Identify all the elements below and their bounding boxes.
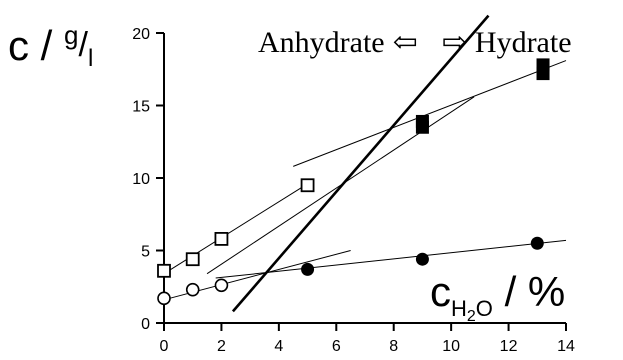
phase-boundary-line (231, 14, 490, 313)
x-axis-title-sub-o: O (476, 296, 493, 321)
fit-line (215, 239, 567, 279)
region-label: Anhydrate⇦⇨Hydrate (258, 26, 572, 59)
y-axis-title: c / g/l (8, 20, 93, 72)
data-point-filled-circle (530, 236, 544, 250)
hydrate-label: Hydrate (475, 26, 572, 59)
x-tick-label: 2 (217, 338, 226, 355)
data-point-open-square (214, 231, 229, 246)
x-axis-title-main: c (430, 268, 451, 315)
data-point-filled-circle (301, 262, 315, 276)
x-tick-label: 10 (442, 338, 460, 355)
data-points (157, 58, 550, 306)
x-tick-label: 8 (389, 338, 398, 355)
y-tick-label: 15 (132, 99, 150, 116)
y-tick-label: 0 (141, 316, 150, 333)
y-tick-label: 5 (141, 244, 150, 261)
x-axis-title: cH2O / % (430, 268, 565, 325)
data-point-filled-square (536, 58, 550, 72)
data-point-open-square (185, 252, 200, 267)
y-tick-label: 10 (132, 171, 150, 188)
data-point-filled-square (415, 114, 429, 128)
x-tick-label: 0 (160, 338, 169, 355)
data-point-filled-circle (415, 252, 429, 266)
data-point-open-circle (185, 282, 200, 297)
x-tick-label: 14 (557, 338, 575, 355)
x-axis-title-sub-h: H (451, 296, 467, 321)
data-point-open-circle (157, 291, 171, 306)
y-axis-title-slash: / (78, 26, 88, 64)
x-tick-label: 6 (332, 338, 341, 355)
y-axis-title-sub: l (88, 45, 93, 72)
anhydrate-label: Anhydrate (258, 26, 385, 59)
data-point-open-square (157, 263, 171, 278)
y-axis-title-main: c / (8, 22, 64, 69)
x-tick-label: 4 (274, 338, 283, 355)
fit-line (163, 183, 308, 275)
fit-line (293, 60, 567, 167)
x-axis-title-tail: / % (493, 268, 565, 315)
y-tick-label: 20 (132, 26, 150, 43)
left-arrow-icon: ⇦ (393, 26, 418, 59)
data-point-open-circle (214, 278, 229, 293)
y-axis-title-sup: g (64, 20, 78, 50)
x-tick-label: 12 (500, 338, 518, 355)
data-point-open-square (300, 178, 315, 193)
x-axis-title-sub-2: 2 (467, 308, 476, 325)
